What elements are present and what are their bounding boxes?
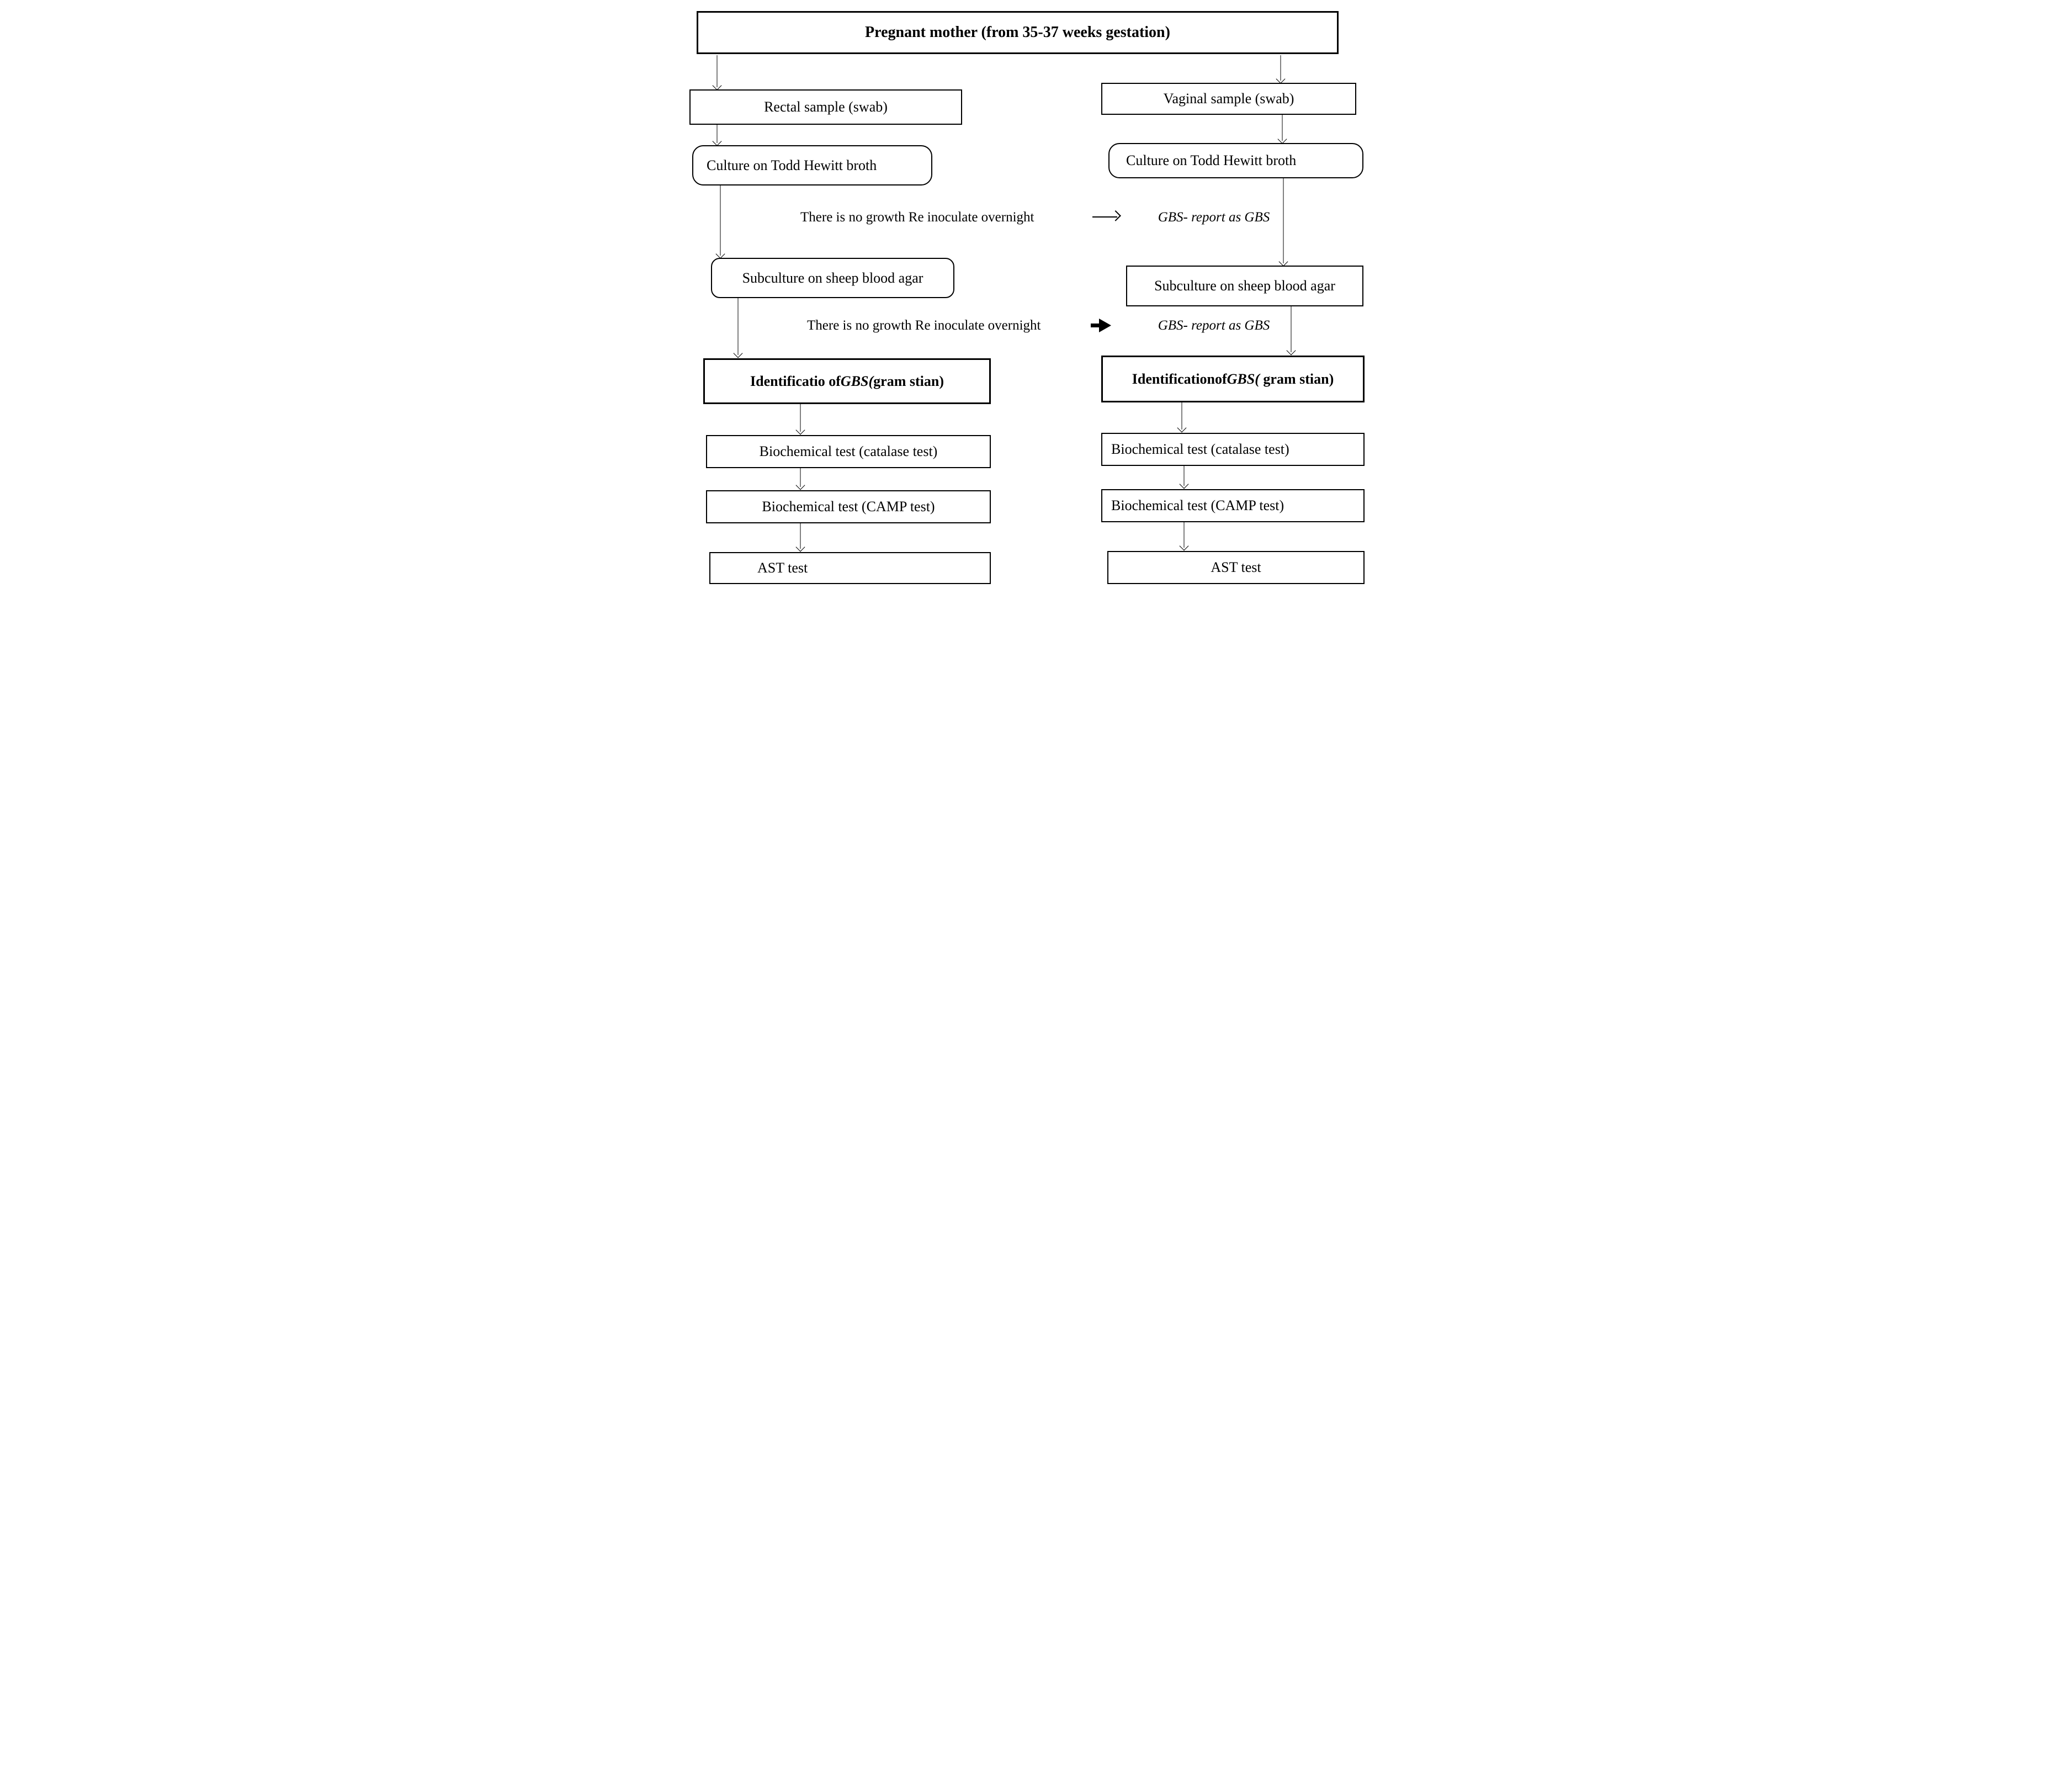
- camp-right-label: Biochemical test (CAMP test): [1111, 497, 1284, 514]
- identification-right-prefix: Identificationof: [1132, 370, 1227, 387]
- catalase-right-label: Biochemical test (catalase test): [1111, 441, 1289, 458]
- flowchart-canvas: Pregnant mother (from 35-37 weeks gestat…: [683, 0, 1366, 597]
- camp-left-label: Biochemical test (CAMP test): [762, 499, 935, 515]
- gbs-report-note-2: GBS- report as GBS: [1150, 318, 1278, 333]
- rectal-sample-label: Rectal sample (swab): [764, 99, 888, 115]
- culture-left-label: Culture on Todd Hewitt broth: [707, 157, 877, 173]
- ast-right-label: AST test: [1211, 559, 1261, 576]
- arrow-ident-to-catalase-left-icon: [795, 404, 805, 434]
- gbs-report-note-1-text: GBS- report as GBS: [1158, 210, 1270, 225]
- node-rectal-sample: Rectal sample (swab): [689, 89, 962, 125]
- culture-right-label: Culture on Todd Hewitt broth: [1126, 152, 1297, 169]
- no-growth-note-1-text: There is no growth Re inoculate overnigh…: [800, 210, 1034, 225]
- node-subculture-right: Subculture on sheep blood agar: [1126, 266, 1363, 306]
- pregnant-mother-label: Pregnant mother (from 35-37 weeks gestat…: [865, 23, 1170, 41]
- node-camp-right: Biochemical test (CAMP test): [1101, 489, 1365, 522]
- subculture-left-label: Subculture on sheep blood agar: [742, 269, 923, 286]
- arrow-catalase-to-camp-right-icon: [1179, 466, 1189, 488]
- arrow-culture-to-subculture-left-icon: [715, 185, 725, 258]
- identification-right-suffix: gram stian): [1259, 370, 1334, 387]
- node-culture-right: Culture on Todd Hewitt broth: [1108, 143, 1363, 178]
- no-growth-note-2: There is no growth Re inoculate overnigh…: [807, 318, 1041, 333]
- identification-left-suffix: gram stian): [873, 373, 944, 389]
- arrow-title-to-vaginal-icon: [1276, 55, 1286, 83]
- arrow-camp-to-ast-right-icon: [1179, 522, 1189, 550]
- gbs-report-note-1: GBS- report as GBS: [1150, 210, 1278, 225]
- arrow-ident-to-catalase-right-icon: [1177, 402, 1187, 432]
- node-camp-left: Biochemical test (CAMP test): [706, 490, 991, 523]
- identification-right-gbs: GBS(: [1227, 370, 1260, 387]
- arrow-subculture-to-ident-right-icon: [1286, 306, 1296, 354]
- vaginal-sample-label: Vaginal sample (swab): [1163, 91, 1294, 107]
- node-pregnant-mother: Pregnant mother (from 35-37 weeks gestat…: [697, 11, 1339, 54]
- arrow-rectal-to-culture-icon: [712, 125, 722, 145]
- node-catalase-right: Biochemical test (catalase test): [1101, 433, 1365, 466]
- arrow-culture-to-subculture-right-icon: [1278, 178, 1288, 266]
- node-ast-right: AST test: [1107, 551, 1365, 584]
- arrow-subculture-to-ident-left-icon: [733, 298, 743, 357]
- identification-left-prefix: Identificatio of: [750, 373, 841, 389]
- node-culture-left: Culture on Todd Hewitt broth: [692, 145, 932, 185]
- arrow-title-to-rectal-icon: [712, 55, 722, 89]
- catalase-left-label: Biochemical test (catalase test): [759, 443, 938, 460]
- arrow-catalase-to-camp-left-icon: [795, 468, 805, 489]
- arrow-camp-to-ast-left-icon: [795, 523, 805, 551]
- no-growth-note-2-text: There is no growth Re inoculate overnigh…: [807, 318, 1041, 333]
- node-subculture-left: Subculture on sheep blood agar: [711, 258, 954, 298]
- ast-left-label: AST test: [757, 560, 808, 576]
- node-vaginal-sample: Vaginal sample (swab): [1101, 83, 1356, 115]
- bold-right-arrow-icon: [1090, 318, 1112, 333]
- node-catalase-left: Biochemical test (catalase test): [706, 435, 991, 468]
- gbs-report-note-2-text: GBS- report as GBS: [1158, 318, 1270, 333]
- subculture-right-label: Subculture on sheep blood agar: [1154, 278, 1335, 294]
- arrow-vaginal-to-culture-icon: [1277, 115, 1287, 143]
- node-ast-left: AST test: [709, 552, 991, 584]
- no-growth-note-1: There is no growth Re inoculate overnigh…: [800, 210, 1034, 225]
- identification-left-gbs: GBS(: [840, 373, 874, 389]
- thin-right-arrow-icon: [1092, 209, 1120, 224]
